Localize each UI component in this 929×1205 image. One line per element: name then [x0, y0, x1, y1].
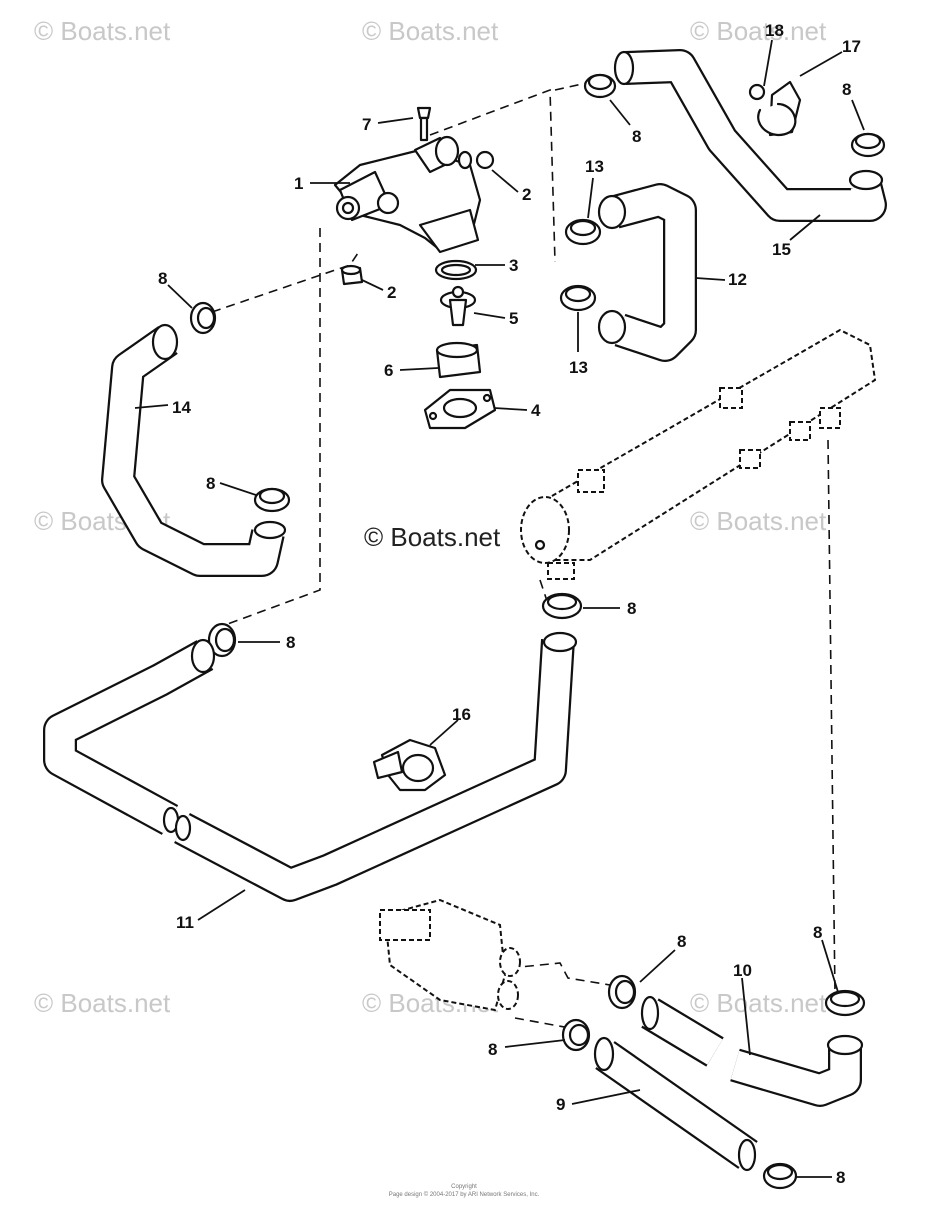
callout-labels: 1 2 2 3 4 5 6 7 8 8 8 8 8 8 8 8 8 8 9 10… — [158, 21, 861, 1187]
gasket-4 — [423, 388, 497, 430]
hose-11 — [43, 631, 578, 902]
clamp-bracket-17 — [757, 80, 802, 137]
hose-9 — [593, 1036, 758, 1172]
leader-lines — [134, 39, 865, 1178]
clamp-16 — [372, 738, 447, 792]
callout-13: 13 — [569, 358, 588, 377]
callout-14: 14 — [172, 398, 191, 417]
watermark: © Boats.net — [34, 16, 171, 46]
callout-9: 9 — [556, 1095, 565, 1114]
callout-7: 7 — [362, 115, 371, 134]
callout-8: 8 — [836, 1168, 845, 1187]
callout-12: 12 — [728, 270, 747, 289]
callout-13: 13 — [585, 157, 604, 176]
callout-18: 18 — [765, 21, 784, 40]
watermark: © Boats.net — [690, 16, 827, 46]
callout-16: 16 — [452, 705, 471, 724]
callout-8: 8 — [627, 599, 636, 618]
footer-copyright-label: Copyright — [451, 1184, 477, 1190]
hose-clamp — [762, 1162, 798, 1190]
callout-8: 8 — [206, 474, 215, 493]
watermark: © Boats.net — [690, 988, 827, 1018]
callout-2: 2 — [387, 283, 396, 302]
hose-clamp — [559, 284, 597, 312]
watermark: © Boats.net — [690, 506, 827, 536]
hose-clamp — [824, 989, 866, 1017]
bolt-7 — [416, 106, 432, 142]
plug-2-upper — [475, 150, 495, 170]
hose-clamp — [207, 622, 237, 658]
callout-1: 1 — [294, 174, 303, 193]
hose-clamp — [607, 974, 637, 1010]
callout-8: 8 — [842, 80, 851, 99]
hose-clamp — [850, 132, 886, 158]
callout-8: 8 — [677, 932, 686, 951]
hose-15 — [613, 49, 887, 222]
thermostat-5 — [439, 285, 477, 327]
hose-clamp — [561, 1018, 591, 1052]
hose-clamp — [541, 592, 583, 620]
callout-11: 11 — [176, 913, 194, 932]
callout-6: 6 — [384, 361, 393, 380]
callout-15: 15 — [772, 240, 791, 259]
hose-10 — [640, 995, 864, 1107]
plug-2-lower — [340, 264, 364, 286]
callout-8: 8 — [286, 633, 295, 652]
callout-3: 3 — [509, 256, 518, 275]
callout-4: 4 — [531, 401, 541, 420]
callout-17: 17 — [842, 37, 861, 56]
hose-clamp — [253, 487, 291, 513]
callout-8: 8 — [632, 127, 641, 146]
seal-ring-3 — [434, 259, 478, 281]
callout-5: 5 — [509, 309, 518, 328]
thermostat-housing-1 — [333, 135, 482, 254]
callout-8: 8 — [813, 923, 822, 942]
nut-18 — [748, 83, 766, 101]
callout-10: 10 — [733, 961, 752, 980]
callout-8: 8 — [488, 1040, 497, 1059]
exhaust-manifold — [520, 328, 877, 580]
footer-copyright-text: Page design © 2004-2017 by ARI Network S… — [389, 1191, 540, 1198]
sleeve-6 — [435, 341, 482, 379]
hose-clamp — [583, 73, 617, 99]
u-hose-12 — [597, 183, 697, 362]
hose-14 — [101, 323, 287, 577]
hose-clamp — [189, 301, 217, 335]
callout-2: 2 — [522, 185, 531, 204]
center-watermark: © Boats.net — [364, 522, 501, 552]
watermark: © Boats.net — [34, 988, 171, 1018]
callout-8: 8 — [158, 269, 167, 288]
hose-clamp — [564, 218, 602, 246]
assembly-dash-lines — [211, 79, 836, 1029]
seawater-pump — [379, 898, 521, 1012]
watermark: © Boats.net — [362, 16, 499, 46]
